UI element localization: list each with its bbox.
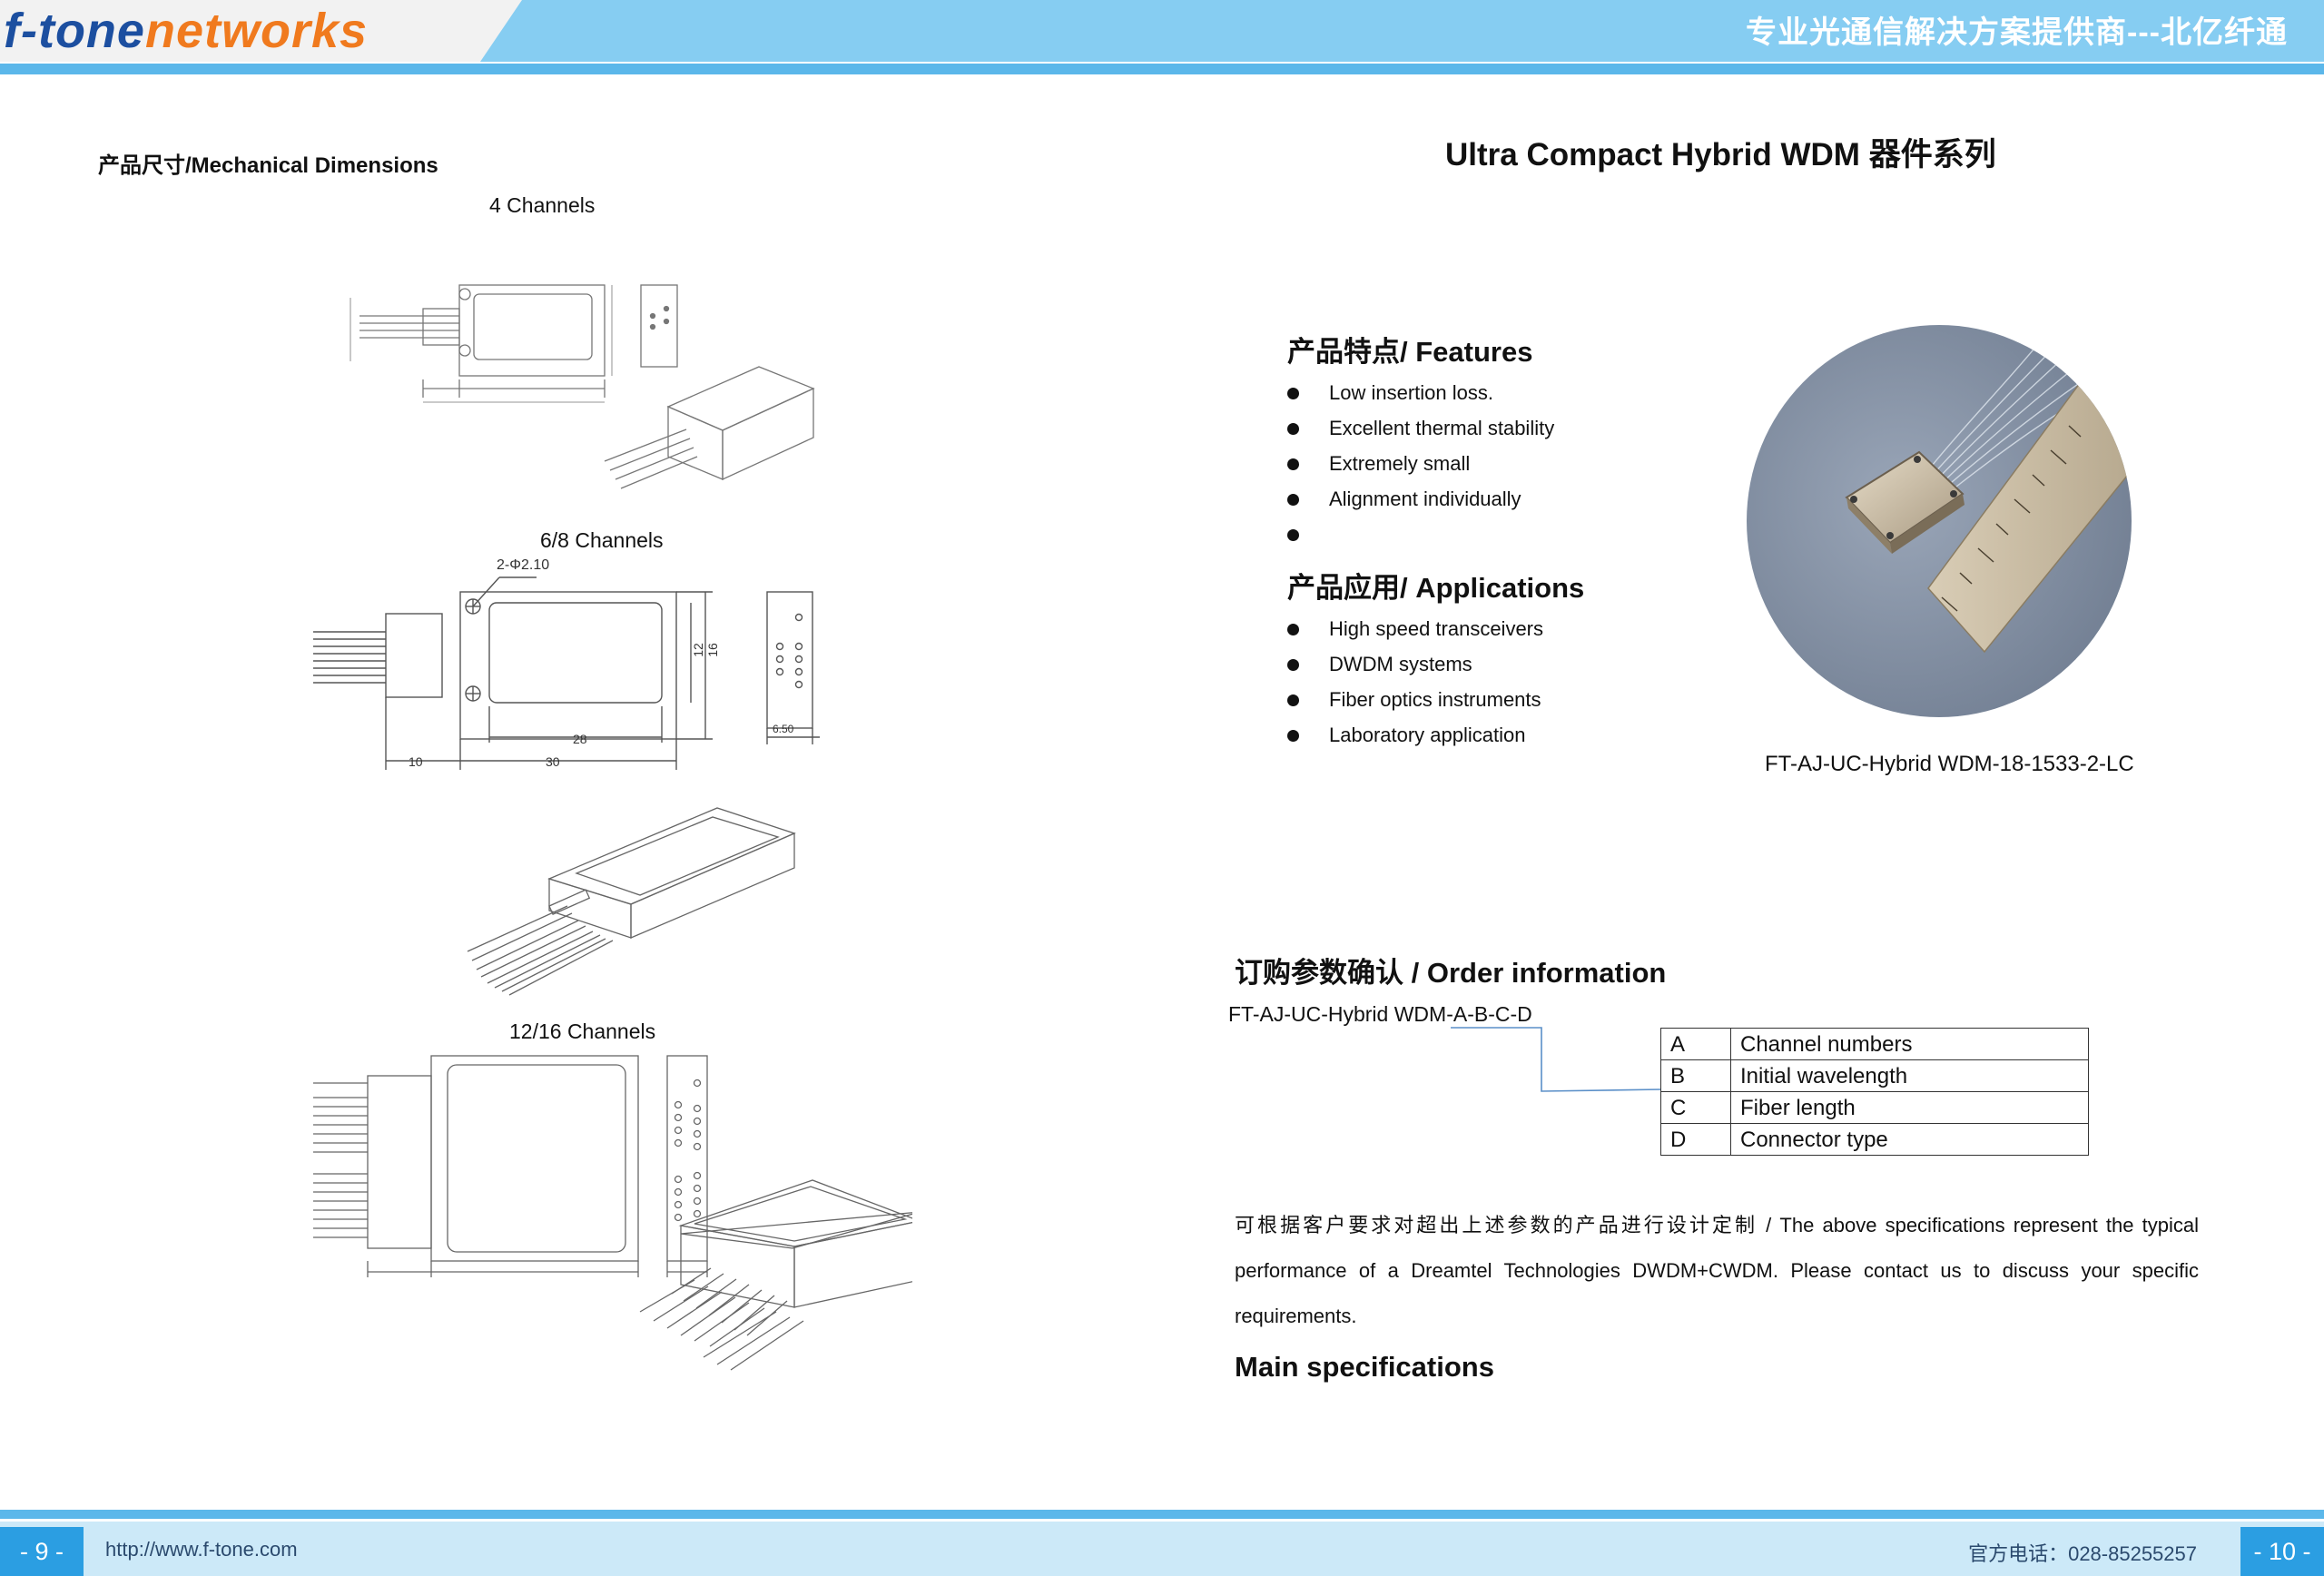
param-key: D (1660, 1123, 1731, 1156)
param-value: Initial wavelength (1730, 1059, 2089, 1092)
series-title: Ultra Compact Hybrid WDM 器件系列 (1445, 137, 1996, 172)
applications-list: High speed transceivers DWDM systems Fib… (1287, 616, 1543, 757)
drawing-6-8-channels-iso (458, 797, 803, 997)
main-specifications-title: Main specifications (1235, 1351, 1494, 1383)
label-4-channels: 4 Channels (489, 193, 596, 217)
application-item: Fiber optics instruments (1287, 686, 1543, 722)
drawing-12-16-channels (313, 1049, 922, 1462)
page-number-left: - 9 - (0, 1527, 84, 1576)
application-item: DWDM systems (1287, 651, 1543, 686)
features-list: Low insertion loss. Excellent thermal st… (1287, 379, 1554, 557)
param-value: Channel numbers (1730, 1028, 2089, 1060)
feature-item: Extremely small (1287, 450, 1554, 486)
param-key: A (1660, 1028, 1731, 1060)
footer-band (0, 1522, 2324, 1576)
feature-item: Low insertion loss. (1287, 379, 1554, 415)
page-number-right: - 10 - (2240, 1527, 2324, 1576)
applications-title: 产品应用/ Applications (1287, 572, 1585, 604)
label-6-8-channels: 6/8 Channels (540, 528, 664, 552)
feature-item: Alignment individually (1287, 486, 1554, 521)
dim-tail-length: 10 (409, 754, 423, 769)
table-row: A Channel numbers (1660, 1028, 2089, 1060)
logo-part-networks: networks (144, 4, 369, 58)
order-code: FT-AJ-UC-Hybrid WDM-A-B-C-D (1228, 1002, 1532, 1026)
header-slogan: 专业光通信解决方案提供商---北亿纤通 (1746, 15, 2288, 50)
dim-width: 6.50 (773, 723, 794, 735)
drawing-4-channels (332, 252, 819, 499)
table-row: C Fiber length (1660, 1091, 2089, 1124)
feature-item-empty (1287, 521, 1554, 557)
company-logo: f-tonenetworks (4, 2, 368, 60)
dim-inner-length: 28 (573, 732, 587, 746)
order-code-connector (1443, 1024, 1662, 1097)
customization-note: 可根据客户要求对超出上述参数的产品进行设计定制 / The above spec… (1235, 1214, 2199, 1327)
feature-item: Excellent thermal stability (1287, 415, 1554, 450)
table-row: D Connector type (1660, 1123, 2089, 1156)
table-row: B Initial wavelength (1660, 1059, 2089, 1092)
dim-hole: 2-Φ2.10 (497, 557, 550, 573)
features-title: 产品特点/ Features (1287, 336, 1533, 368)
mechanical-dimensions-title: 产品尺寸/Mechanical Dimensions (98, 153, 438, 178)
dim-outer-length: 30 (546, 754, 560, 769)
application-item: High speed transceivers (1287, 616, 1543, 651)
application-item: Laboratory application (1287, 722, 1543, 757)
param-key: C (1660, 1091, 1731, 1124)
photo-caption: FT-AJ-UC-Hybrid WDM-18-1533-2-LC (1765, 752, 2134, 776)
footer-phone: 官方电话：028-85255257 (1968, 1542, 2197, 1565)
page-header: f-tonenetworks 专业光通信解决方案提供商---北亿纤通 (0, 0, 2324, 76)
product-photo (1747, 325, 2132, 717)
drawing-6-8-channels-top: 2-Φ2.10 28 30 10 12 16 6.50 (313, 552, 831, 774)
footer-divider (0, 1510, 2324, 1519)
logo-background (0, 0, 522, 62)
param-key: B (1660, 1059, 1731, 1092)
param-value: Fiber length (1730, 1091, 2089, 1124)
logo-part-tone: f-tone (4, 4, 145, 58)
param-value: Connector type (1730, 1123, 2089, 1156)
label-12-16-channels: 12/16 Channels (509, 1019, 656, 1043)
order-information-title: 订购参数确认 / Order information (1235, 957, 1667, 989)
order-parameter-table: A Channel numbers B Initial wavelength C… (1660, 1028, 2089, 1156)
header-divider (0, 64, 2324, 74)
dim-height-outer: 16 (704, 643, 720, 657)
dim-height: 12 (690, 643, 705, 657)
footer-website-link[interactable]: http://www.f-tone.com (105, 1538, 298, 1561)
